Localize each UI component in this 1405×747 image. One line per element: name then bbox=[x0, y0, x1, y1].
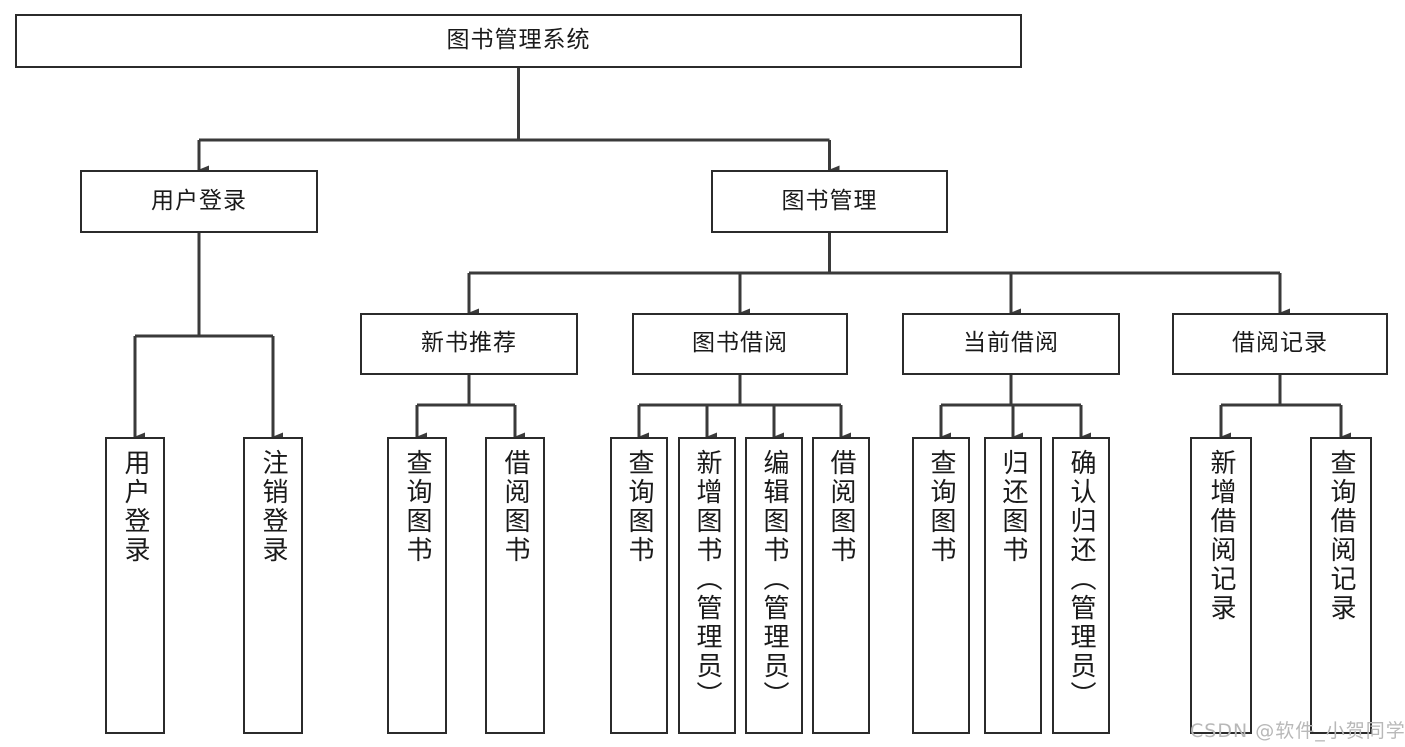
node-label: 借阅记录 bbox=[1232, 330, 1328, 357]
watermark: CSDN @软件_小贺同学 bbox=[1190, 720, 1405, 742]
node-label: 编辑图书（管理员） bbox=[759, 449, 789, 710]
node-l8[interactable]: 借阅图书 bbox=[812, 437, 870, 734]
node-label: 查询图书 bbox=[402, 449, 432, 565]
node-label: 借阅图书 bbox=[500, 449, 530, 565]
node-label: 借阅图书 bbox=[826, 449, 856, 565]
node-l4[interactable]: 借阅图书 bbox=[485, 437, 545, 734]
node-l10[interactable]: 归还图书 bbox=[984, 437, 1042, 734]
node-label: 查询借阅记录 bbox=[1326, 449, 1356, 623]
node-l7[interactable]: 编辑图书（管理员） bbox=[745, 437, 803, 734]
node-label: 新增图书（管理员） bbox=[692, 449, 722, 710]
node-label: 图书管理 bbox=[781, 187, 878, 214]
node-label: 确认归还（管理员） bbox=[1066, 449, 1096, 710]
node-label: 图书借阅 bbox=[692, 330, 788, 357]
node-root[interactable]: 图书管理系统 bbox=[15, 14, 1022, 68]
node-n3d[interactable]: 借阅记录 bbox=[1172, 313, 1388, 375]
node-label: 查询图书 bbox=[624, 449, 654, 565]
node-l2[interactable]: 注销登录 bbox=[243, 437, 303, 734]
node-l12[interactable]: 新增借阅记录 bbox=[1190, 437, 1252, 734]
node-label: 注销登录 bbox=[258, 449, 288, 565]
node-n2b[interactable]: 图书管理 bbox=[711, 170, 948, 233]
node-l6[interactable]: 新增图书（管理员） bbox=[678, 437, 736, 734]
node-l1[interactable]: 用户登录 bbox=[105, 437, 165, 734]
node-n3c[interactable]: 当前借阅 bbox=[902, 313, 1120, 375]
node-label: 用户登录 bbox=[120, 449, 150, 565]
connector-lines bbox=[133, 68, 1351, 442]
node-label: 用户登录 bbox=[151, 187, 247, 214]
node-l13[interactable]: 查询借阅记录 bbox=[1310, 437, 1372, 734]
node-n2a[interactable]: 用户登录 bbox=[80, 170, 318, 233]
node-label: 当前借阅 bbox=[963, 330, 1059, 357]
node-n3b[interactable]: 图书借阅 bbox=[632, 313, 848, 375]
node-label: 新增借阅记录 bbox=[1206, 449, 1236, 623]
node-label: 归还图书 bbox=[998, 449, 1028, 565]
node-label: 图书管理系统 bbox=[446, 27, 591, 54]
node-label: 新书推荐 bbox=[421, 330, 517, 357]
node-l3[interactable]: 查询图书 bbox=[387, 437, 447, 734]
node-l9[interactable]: 查询图书 bbox=[912, 437, 970, 734]
node-label: 查询图书 bbox=[926, 449, 956, 565]
node-l5[interactable]: 查询图书 bbox=[610, 437, 668, 734]
node-n3a[interactable]: 新书推荐 bbox=[360, 313, 578, 375]
node-l11[interactable]: 确认归还（管理员） bbox=[1052, 437, 1110, 734]
